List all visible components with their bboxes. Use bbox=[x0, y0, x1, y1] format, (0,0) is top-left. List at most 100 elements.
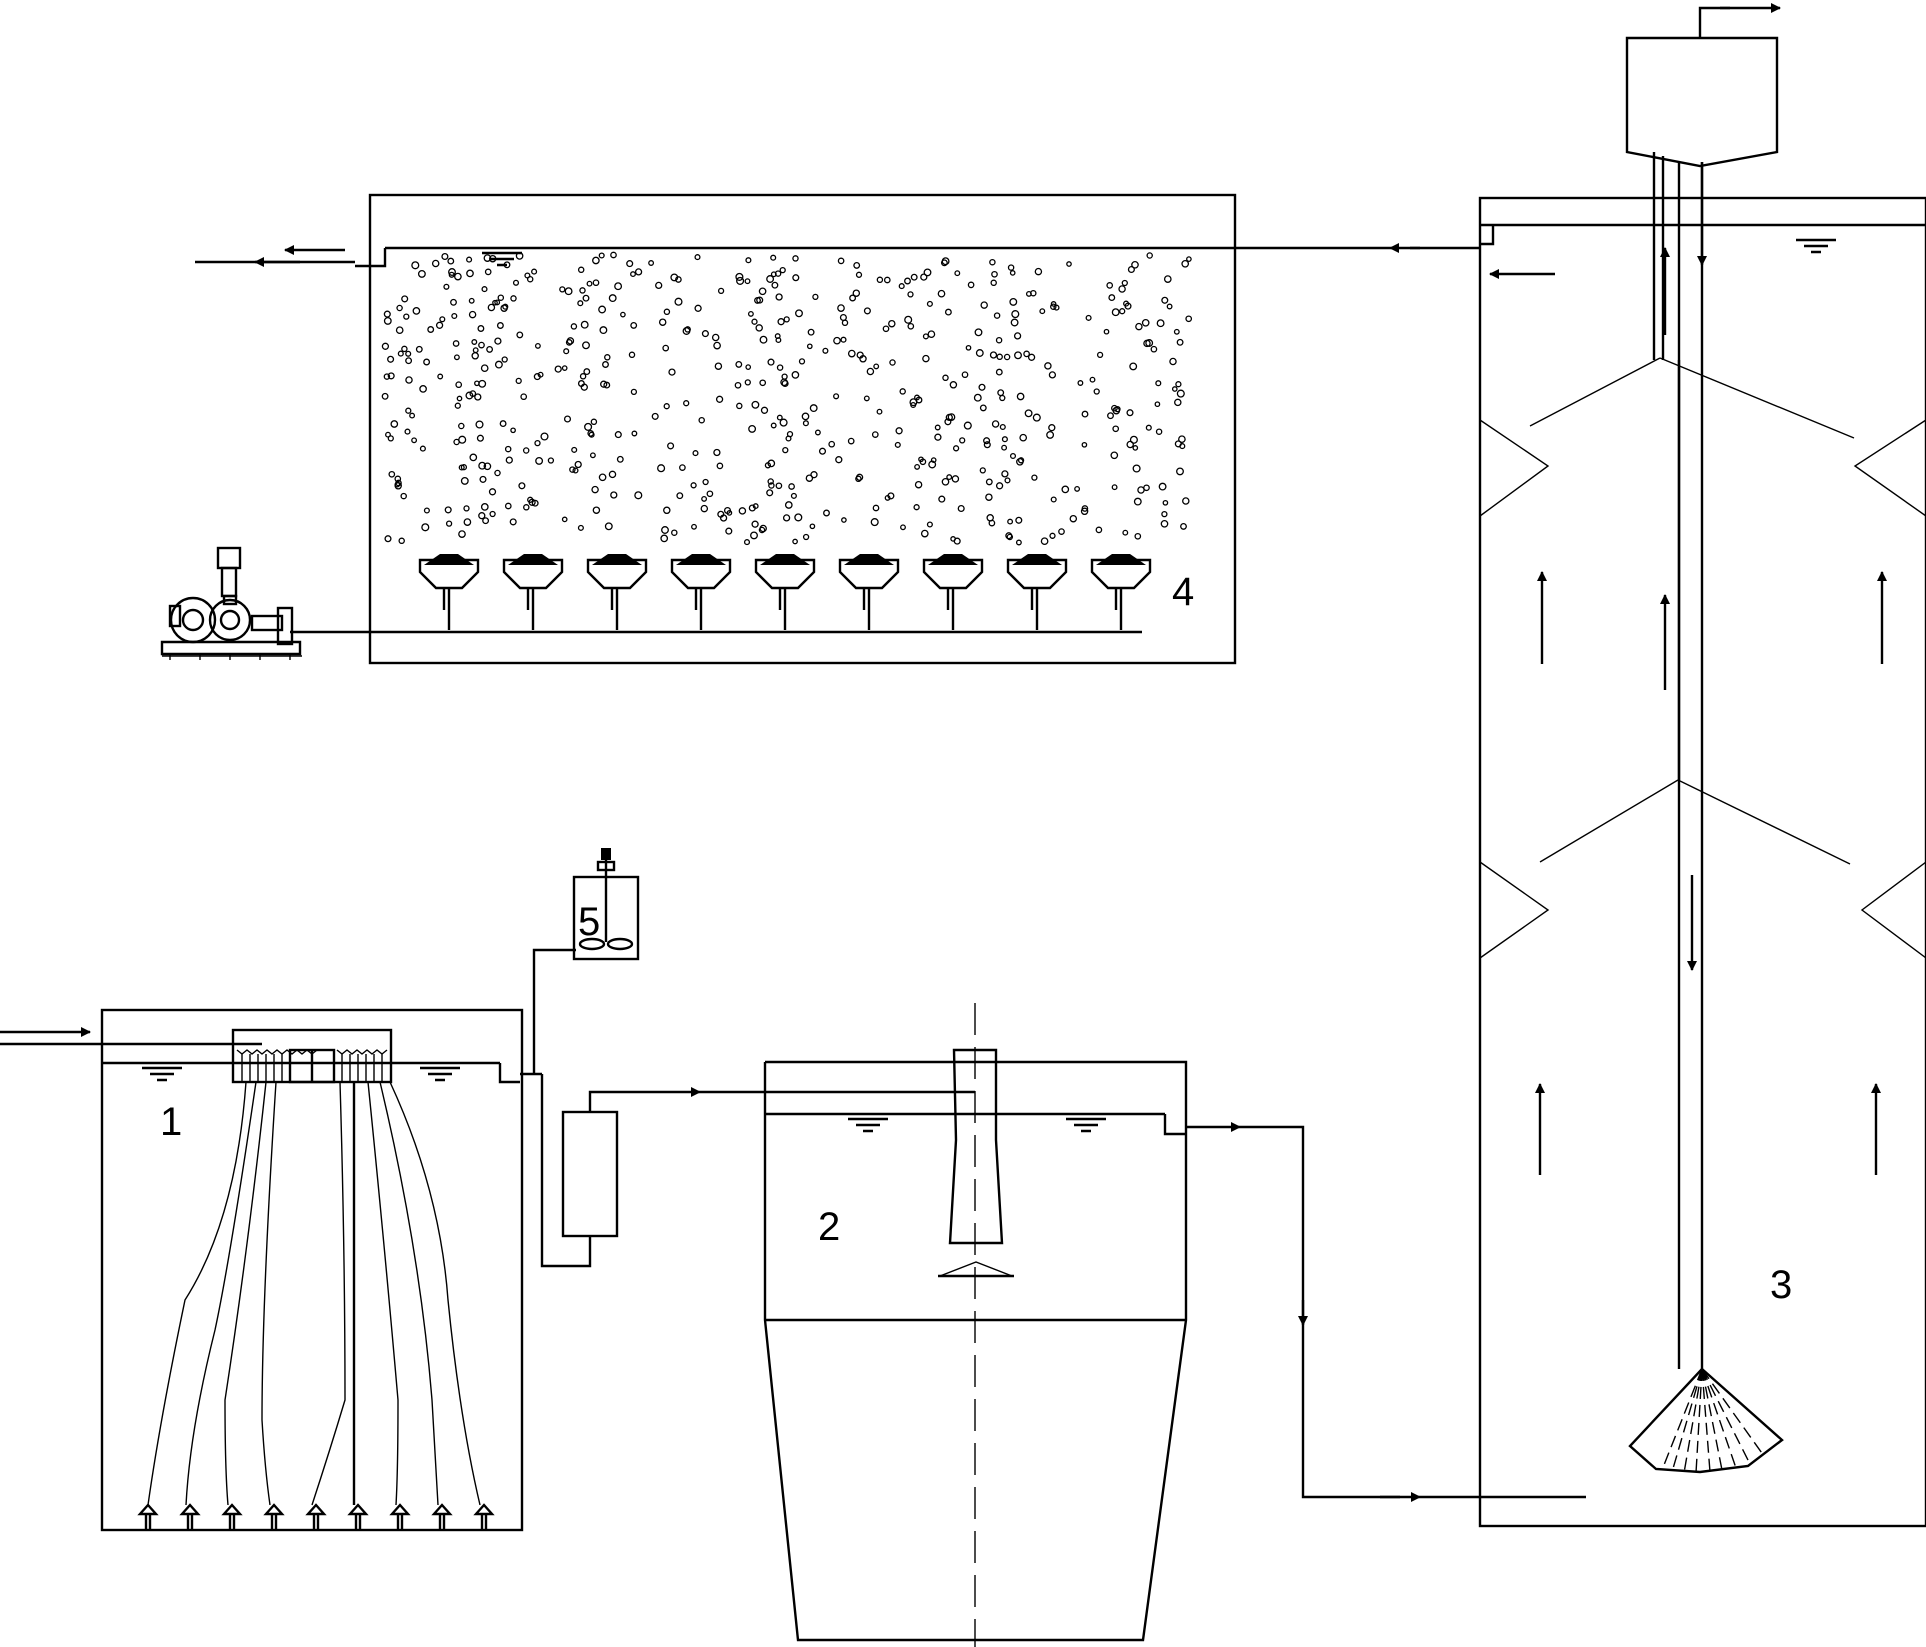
air-bubble bbox=[768, 482, 775, 489]
air-bubble bbox=[515, 377, 522, 385]
air-bubble bbox=[610, 251, 617, 259]
air-bubble bbox=[394, 482, 402, 490]
air-bubble bbox=[937, 289, 946, 298]
air-bubble bbox=[561, 516, 568, 523]
air-bubble bbox=[983, 441, 991, 449]
air-bubble bbox=[608, 294, 617, 303]
air-bubble bbox=[779, 418, 788, 427]
air-bubble bbox=[809, 523, 816, 530]
air-bubble bbox=[940, 259, 948, 267]
air-bubble bbox=[620, 311, 626, 318]
air-blower bbox=[160, 546, 302, 660]
air-bubble bbox=[837, 304, 845, 312]
air-bubble bbox=[448, 268, 456, 276]
center-feed-well bbox=[938, 1048, 1014, 1278]
air-bubble bbox=[651, 412, 659, 420]
air-bubble bbox=[1186, 256, 1192, 262]
unit-label-2: 2 bbox=[818, 1205, 840, 1249]
air-bubble bbox=[1089, 376, 1096, 383]
air-bubble bbox=[482, 517, 490, 525]
air-bubble bbox=[662, 344, 670, 352]
air-bubble bbox=[975, 349, 984, 357]
air-bubble bbox=[405, 350, 412, 357]
air-bubble bbox=[480, 364, 489, 373]
air-bubble bbox=[505, 456, 513, 464]
air-bubble bbox=[445, 520, 453, 527]
air-bubble bbox=[736, 276, 745, 285]
air-bubble bbox=[474, 393, 482, 401]
air-bubble bbox=[1039, 308, 1046, 315]
air-bubble bbox=[1107, 412, 1114, 420]
air-bubble bbox=[779, 266, 786, 274]
air-bubble bbox=[1137, 486, 1145, 494]
air-bubble bbox=[634, 491, 643, 500]
air-bubble bbox=[405, 376, 413, 384]
air-bubble bbox=[750, 531, 758, 540]
air-bubble bbox=[471, 352, 479, 360]
air-bubble bbox=[516, 331, 524, 339]
air-bubble bbox=[421, 523, 430, 532]
air-bubble bbox=[760, 406, 769, 414]
air-bubble bbox=[676, 492, 684, 500]
air-bubble bbox=[454, 402, 461, 409]
air-bubble bbox=[770, 271, 777, 278]
air-bubble bbox=[1176, 467, 1184, 476]
air-bubble bbox=[540, 432, 549, 441]
air-bubble bbox=[1081, 441, 1088, 448]
air-bubble bbox=[450, 298, 457, 306]
air-bubble bbox=[452, 340, 460, 347]
air-bubble bbox=[914, 463, 921, 470]
air-bubble bbox=[904, 277, 911, 285]
air-bubble bbox=[1114, 405, 1121, 413]
air-bubble bbox=[745, 364, 752, 370]
air-bubble bbox=[630, 388, 638, 396]
air-bubble bbox=[1019, 433, 1028, 442]
air-bubble bbox=[458, 530, 466, 538]
air-bubble bbox=[898, 283, 905, 290]
air-bubble bbox=[920, 273, 928, 281]
unit-label-1: 1 bbox=[160, 1100, 182, 1144]
air-bubble bbox=[1001, 470, 1009, 478]
air-bubble bbox=[509, 518, 517, 526]
air-bubble bbox=[1161, 296, 1169, 304]
air-bubble bbox=[561, 365, 568, 371]
tank1-outlet-piping bbox=[520, 948, 975, 1268]
air-bubble bbox=[563, 348, 570, 355]
air-bubble bbox=[783, 316, 790, 323]
air-bubble bbox=[478, 512, 486, 520]
air-bubble bbox=[922, 354, 930, 363]
air-bubble bbox=[1001, 436, 1008, 443]
air-bubble bbox=[1027, 353, 1036, 361]
air-bubble bbox=[986, 514, 994, 522]
air-bubble bbox=[1181, 259, 1190, 268]
air-bubble bbox=[534, 439, 541, 447]
air-bubble bbox=[415, 345, 423, 353]
air-bubble bbox=[949, 381, 958, 389]
air-bubble bbox=[863, 395, 870, 402]
air-bubble bbox=[853, 261, 861, 269]
air-bubble bbox=[752, 503, 759, 510]
air-bubble bbox=[907, 291, 914, 298]
air-bubble bbox=[489, 510, 496, 518]
air-bubble bbox=[790, 492, 797, 499]
air-bubble bbox=[483, 254, 492, 262]
air-bubble bbox=[589, 452, 596, 459]
air-bubble bbox=[663, 403, 670, 410]
air-bubble bbox=[1048, 371, 1057, 379]
air-bubble bbox=[1108, 294, 1116, 302]
air-bubble bbox=[1015, 516, 1023, 524]
air-bubble bbox=[667, 442, 675, 450]
air-bubble bbox=[841, 517, 847, 523]
air-bubble bbox=[655, 281, 663, 290]
tank2-to-tank3-pipe bbox=[1186, 1122, 1586, 1502]
air-bubble bbox=[706, 490, 714, 498]
air-bubble bbox=[961, 371, 969, 379]
air-bubble bbox=[660, 534, 669, 543]
air-bubble bbox=[460, 476, 469, 485]
air-bubble bbox=[809, 404, 818, 413]
air-bubble bbox=[938, 495, 946, 503]
air-bubble bbox=[616, 455, 624, 463]
air-bubble bbox=[602, 361, 609, 368]
air-bubble bbox=[770, 254, 777, 261]
air-bubble bbox=[554, 365, 562, 373]
